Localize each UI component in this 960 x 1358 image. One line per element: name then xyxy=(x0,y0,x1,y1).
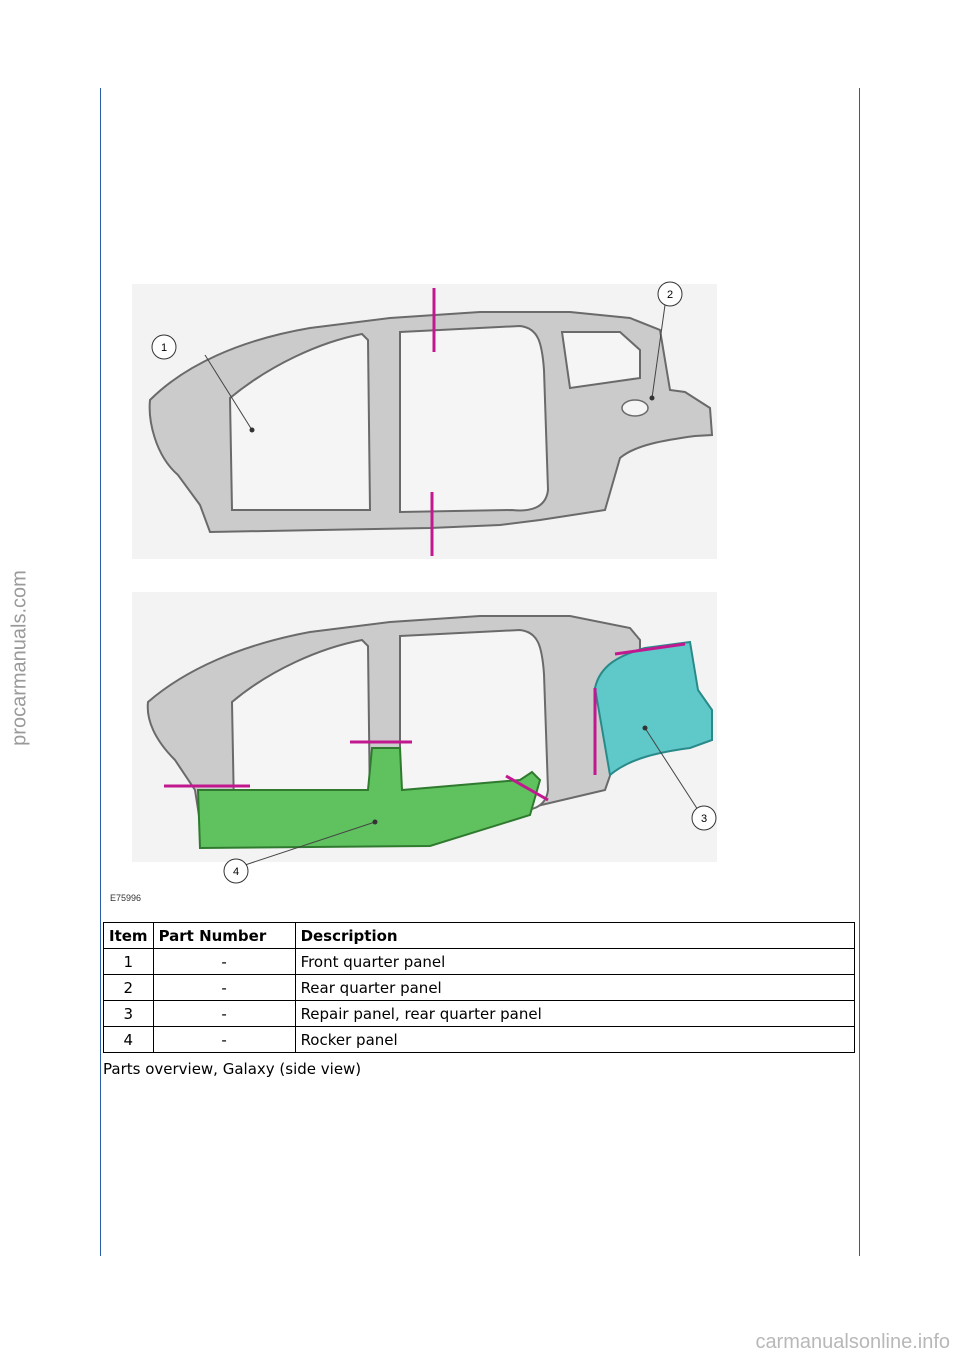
header-description: Description xyxy=(294,922,856,949)
bottom-front-door-opening xyxy=(230,638,372,811)
row-description: Rocker panel xyxy=(294,1026,856,1053)
row-item: 4 xyxy=(103,1026,154,1053)
row-part-number: - xyxy=(152,1026,296,1053)
row-part-number: - xyxy=(152,948,296,975)
svg-text:3: 3 xyxy=(701,813,707,825)
repair-panel-rear-quarter xyxy=(593,640,713,777)
svg-text:2: 2 xyxy=(667,289,673,301)
rocker-panel xyxy=(196,747,542,850)
table-row: 4 - Rocker panel xyxy=(103,1026,856,1053)
callout-3: 3 xyxy=(691,805,717,831)
row-description: Repair panel, rear quarter panel xyxy=(294,1000,856,1027)
row-part-number: - xyxy=(152,974,296,1001)
callout-1: 1 xyxy=(151,334,177,360)
top-rear-door-opening xyxy=(399,324,550,514)
table-row: 1 - Front quarter panel xyxy=(103,948,856,975)
row-item: 2 xyxy=(103,974,154,1001)
callout-2: 2 xyxy=(657,281,683,307)
footer-watermark: carmanualsonline.info xyxy=(755,1331,950,1353)
row-item: 3 xyxy=(103,1000,154,1027)
parts-illustration: 1 2 3 xyxy=(100,270,760,920)
figure-caption: Parts overview, Galaxy (side view) xyxy=(103,1060,362,1078)
table-header-row: Item Part Number Description xyxy=(103,922,856,949)
svg-text:4: 4 xyxy=(233,866,239,878)
right-margin-line xyxy=(859,88,860,1256)
table-row: 2 - Rear quarter panel xyxy=(103,974,856,1001)
row-part-number: - xyxy=(152,1000,296,1027)
row-item: 1 xyxy=(103,948,154,975)
callout-4: 4 xyxy=(223,858,249,884)
figure-code: E75996 xyxy=(110,893,142,903)
row-description: Rear quarter panel xyxy=(294,974,856,1001)
header-part-number: Part Number xyxy=(152,922,296,949)
table-row: 3 - Repair panel, rear quarter panel xyxy=(103,1000,856,1027)
header-item: Item xyxy=(103,922,154,949)
top-front-door-opening xyxy=(228,332,372,511)
svg-text:1: 1 xyxy=(161,342,167,354)
row-description: Front quarter panel xyxy=(294,948,856,975)
top-rear-window xyxy=(560,331,641,390)
side-watermark: procarmanuals.com xyxy=(8,570,31,746)
top-side-view: 1 2 xyxy=(132,281,717,559)
bottom-side-view: 3 4 xyxy=(132,592,717,884)
parts-table: Item Part Number Description 1 - Front q… xyxy=(103,922,856,1053)
left-margin-line xyxy=(100,88,101,1256)
